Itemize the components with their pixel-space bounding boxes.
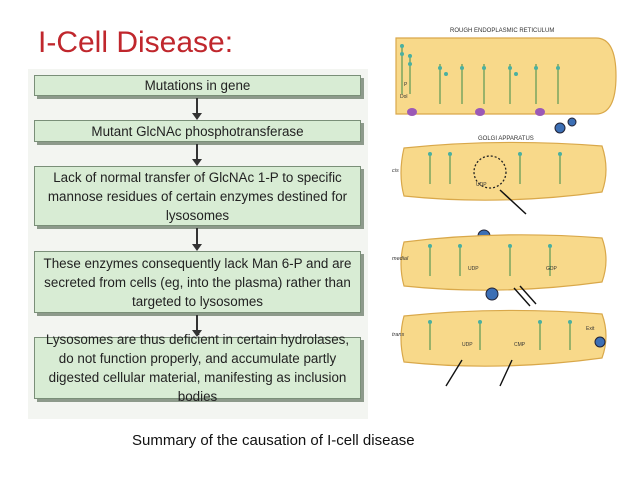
pointer-arrow bbox=[513, 285, 537, 307]
flow-step-lack-transfer: Lack of normal transfer of GlcNAc 1-P to… bbox=[34, 166, 361, 226]
cmp-label: CMP bbox=[514, 342, 526, 348]
rer-sugar-residues bbox=[400, 44, 560, 76]
figure-caption: Summary of the causation of I-cell disea… bbox=[132, 432, 415, 449]
flow-step-text: Lack of normal transfer of GlcNAc 1-P to… bbox=[47, 169, 348, 223]
udp-label: UDP bbox=[468, 266, 479, 272]
dol-label: Dol bbox=[400, 94, 408, 100]
exit-vesicle bbox=[594, 336, 606, 348]
phosphotransferase-highlight bbox=[473, 155, 507, 189]
flow-step-text: These enzymes consequently lack Man 6-P … bbox=[43, 255, 352, 309]
golgi-sugar-residues bbox=[428, 152, 572, 324]
glycoprotein-processing-figure: ROUGH ENDOPLASMIC RETICULUM Dol P GOLGI … bbox=[392, 28, 617, 387]
rer-glycans bbox=[401, 44, 559, 104]
flow-arrow bbox=[192, 98, 202, 120]
flow-step-mutant-enzyme: Mutant GlcNAc phosphotransferase bbox=[34, 120, 361, 142]
gdp-label: GDP bbox=[546, 266, 558, 272]
rer-label: ROUGH ENDOPLASMIC RETICULUM bbox=[450, 28, 554, 34]
flow-step-lysosome-deficiency: Lysosomes are thus deficient in certain … bbox=[34, 332, 361, 404]
flow-arrow bbox=[192, 144, 202, 166]
transport-vesicle bbox=[567, 117, 577, 127]
flow-step-mutations: Mutations in gene bbox=[34, 75, 361, 96]
flow-step-text: Lysosomes are thus deficient in certain … bbox=[45, 332, 350, 404]
transport-vesicle bbox=[485, 287, 499, 301]
flow-step-secreted: These enzymes consequently lack Man 6-P … bbox=[34, 251, 361, 313]
pointer-arrow bbox=[445, 359, 513, 387]
udp-label: UDP bbox=[476, 182, 487, 188]
transport-vesicle bbox=[554, 122, 566, 134]
exit-label: Exit bbox=[586, 326, 595, 332]
pointer-arrow bbox=[499, 189, 527, 215]
golgi-label: GOLGI APPARATUS bbox=[478, 136, 534, 142]
rer-membrane bbox=[395, 37, 617, 115]
trans-label: trans bbox=[392, 332, 404, 338]
rer-ribosomes bbox=[407, 108, 545, 116]
golgi-glycans bbox=[429, 154, 571, 350]
phosphate-label: P bbox=[404, 82, 408, 88]
medial-label: medial bbox=[392, 256, 409, 262]
flow-arrow bbox=[192, 315, 202, 337]
flow-arrow bbox=[192, 228, 202, 251]
golgi-medial-cisterna bbox=[400, 234, 607, 291]
causation-flowchart: Mutations in gene Mutant GlcNAc phosphot… bbox=[28, 69, 368, 419]
golgi-trans-cisterna bbox=[400, 309, 607, 367]
cis-label: cis bbox=[392, 168, 399, 174]
udp-label: UDP bbox=[462, 342, 473, 348]
flow-step-text: Mutations in gene bbox=[144, 78, 251, 93]
flow-step-text: Mutant GlcNAc phosphotransferase bbox=[91, 123, 304, 139]
golgi-cis-cisterna bbox=[400, 141, 607, 201]
slide-title: I-Cell Disease: bbox=[38, 26, 234, 59]
